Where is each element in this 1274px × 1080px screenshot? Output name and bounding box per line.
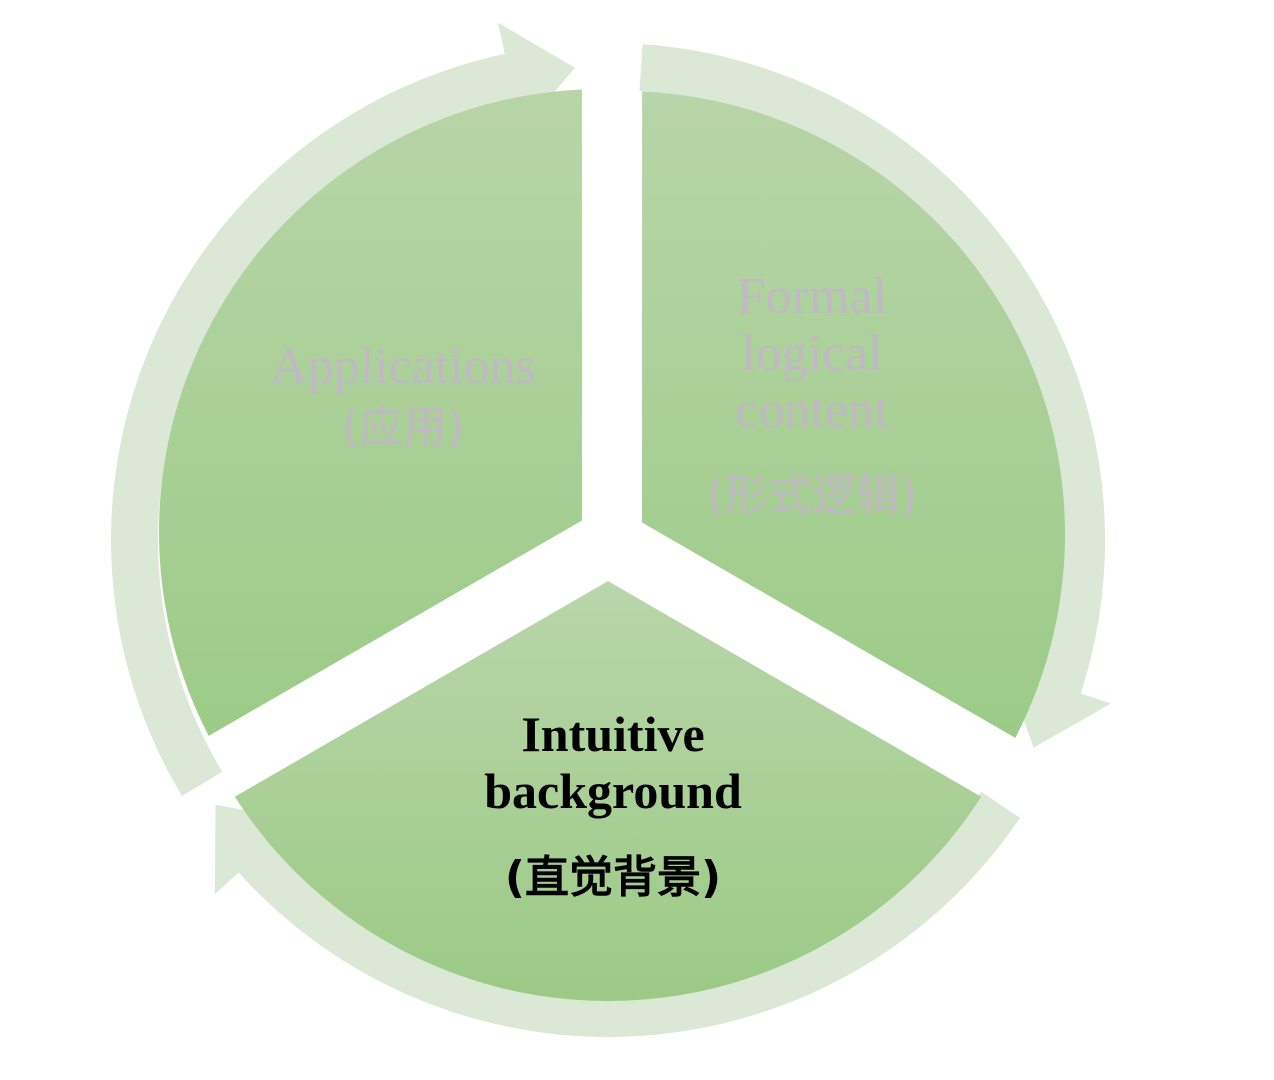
segment-formal-logical-content: Formal logical content (形式逻辑): [707, 268, 917, 521]
applications-label: Applications: [270, 338, 536, 395]
segment-intuitive-background-shape: [234, 581, 982, 1002]
content-label: content: [735, 382, 889, 439]
segment-intuitive-background: Intuitive background (直觉背景): [484, 706, 742, 903]
formal-label: Formal: [737, 268, 887, 325]
cycle-segments: [159, 89, 1065, 1002]
intuitive-label: Intuitive: [521, 706, 704, 762]
segment-applications: Applications (应用): [270, 338, 536, 453]
applications-cjk-label: (应用): [342, 402, 464, 453]
logical-label: logical: [741, 325, 883, 382]
intuitive-background-cjk-label: (直觉背景): [505, 852, 721, 903]
arrow-right: [639, 44, 1112, 748]
segment-applications-shape: [159, 89, 582, 736]
background-label: background: [484, 763, 742, 819]
segment-formal-logical-content-shape: [642, 91, 1065, 738]
formal-logical-cjk-label: (形式逻辑): [707, 470, 917, 521]
arrow-bottom: [214, 791, 1020, 1037]
